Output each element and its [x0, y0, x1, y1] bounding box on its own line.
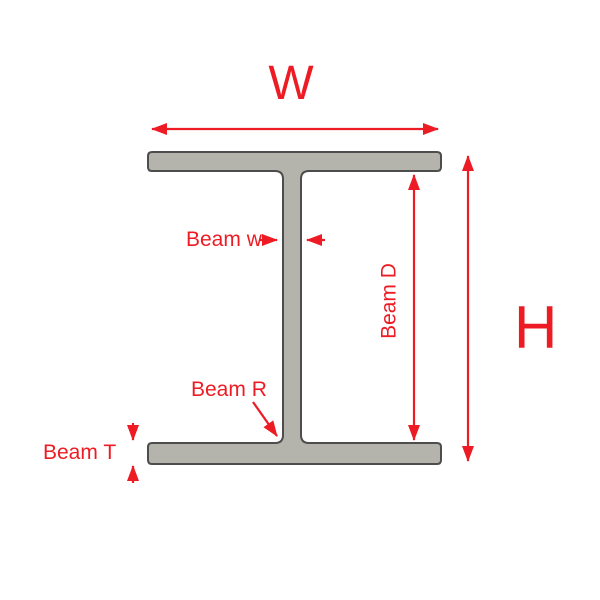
- label-beam-thickness: Beam T: [43, 441, 117, 464]
- label-overall-width: W: [268, 57, 314, 110]
- label-beam-web: Beam w: [186, 228, 262, 251]
- label-beam-radius: Beam R: [191, 378, 267, 401]
- label-beam-depth: Beam D: [377, 263, 401, 339]
- label-overall-height: H: [514, 294, 558, 361]
- ibeam-shape: [147, 151, 442, 465]
- radius-leader-arrow: [252, 401, 278, 437]
